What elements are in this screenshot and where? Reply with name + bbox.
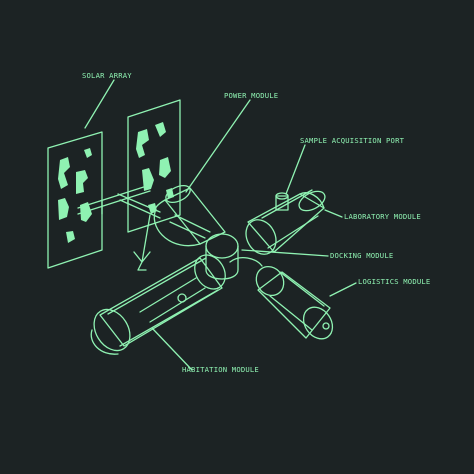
label-habitation-module: HABITATION MODULE <box>182 365 259 374</box>
label-sample-acquisition-port: SAMPLE ACQUISITION PORT <box>300 136 405 145</box>
logistics-module <box>255 265 334 340</box>
sample-acquisition-port <box>275 192 289 211</box>
solar-panel-right <box>127 99 181 233</box>
label-laboratory-module: LABORATORY MODULE <box>344 212 421 221</box>
docking-module <box>205 233 263 280</box>
label-docking-module: DOCKING MODULE <box>330 251 393 260</box>
leader-lines <box>84 79 357 371</box>
label-solar-array: SOLAR ARRAY <box>82 71 132 80</box>
power-module <box>153 184 226 247</box>
label-logistics-module: LOGISTICS MODULE <box>358 277 430 286</box>
laboratory-module <box>245 189 326 255</box>
solar-panel-left <box>47 131 103 269</box>
habitation-module <box>90 254 226 355</box>
solar-array <box>47 99 181 271</box>
label-power-module: POWER MODULE <box>224 91 278 100</box>
